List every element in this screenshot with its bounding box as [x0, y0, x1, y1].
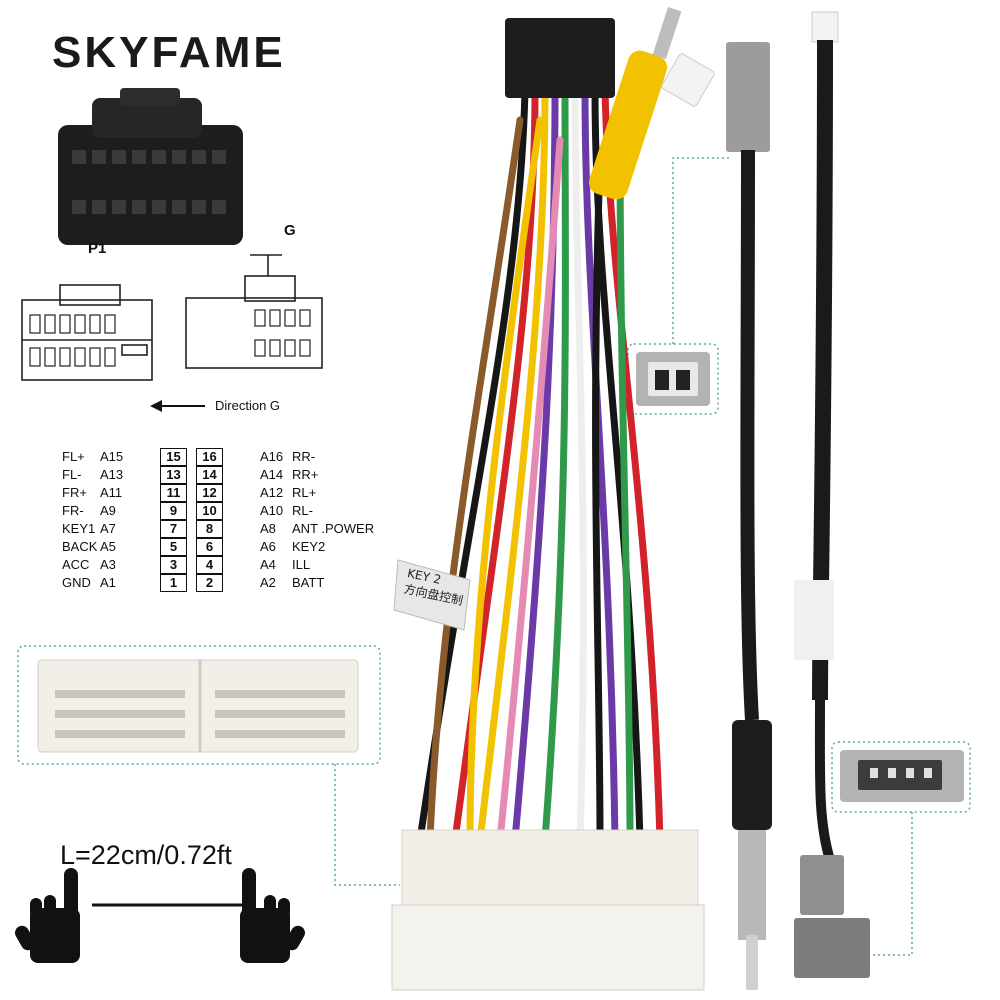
length-label: L=22cm/0.72ft: [60, 840, 232, 870]
pin-code-left: A7: [100, 521, 116, 536]
pin-code-right: A14: [260, 467, 284, 482]
pin-code-right: A8: [260, 521, 276, 536]
brand-logo: SKYFAME: [52, 28, 286, 77]
grey-plug-callout: [636, 352, 710, 406]
pin-number-right: 14: [196, 466, 223, 484]
pin-code-left: A15: [100, 449, 124, 464]
p1-label: P1: [88, 240, 107, 257]
pin-number-right: 4: [196, 556, 223, 574]
pin-code-right: A6: [260, 539, 276, 554]
pin-code-left: A3: [100, 557, 116, 572]
arrow-left-icon: [150, 400, 205, 412]
pin-number-left: 15: [160, 448, 187, 466]
pin-number-right: 12: [196, 484, 223, 502]
bottom-white-connector: [391, 829, 705, 991]
pin-code-left: A11: [100, 485, 123, 500]
g-outline-drawing: [185, 254, 323, 369]
rca-connector: [588, 7, 715, 200]
pin-code-left: A1: [100, 575, 116, 590]
pin-number-left: 5: [160, 538, 187, 556]
hand-left-icon: [15, 868, 80, 963]
pin-number-left: 7: [160, 520, 187, 538]
pin-function-left: ACC: [62, 557, 90, 572]
pin-code-right: A16: [260, 449, 284, 464]
pin-number-left: 9: [160, 502, 187, 520]
pin-function-left: FL+: [62, 449, 85, 464]
pin-function-right: RL+: [292, 485, 317, 500]
white-multipin-connector: [37, 659, 359, 753]
top-black-connector: [505, 18, 615, 98]
pin-number-left: 13: [160, 466, 187, 484]
pin-function-left: FR+: [62, 485, 87, 500]
p1-black-connector: [58, 88, 243, 245]
right-cable: [794, 11, 870, 978]
pin-number-right: 16: [196, 448, 223, 466]
pin-code-left: A5: [100, 539, 116, 554]
p1-outline-drawing: [21, 284, 153, 381]
pin-number-right: 10: [196, 502, 223, 520]
pin-number-right: 6: [196, 538, 223, 556]
pin-function-left: FL-: [62, 467, 82, 482]
wire-bundle: [416, 86, 664, 844]
pin-code-right: A4: [260, 557, 276, 572]
pin-code-right: A2: [260, 575, 276, 590]
pin-function-right: RR-: [292, 449, 316, 464]
pin-function-left: KEY1: [62, 521, 96, 536]
pin-number-right: 2: [196, 574, 223, 592]
pin-function-right: RL-: [292, 503, 313, 518]
pin-function-right: BATT: [292, 575, 325, 590]
antenna-cable: [726, 42, 772, 990]
pin-code-right: A12: [260, 485, 284, 500]
pin-function-left: FR-: [62, 503, 84, 518]
pin-number-left: 1: [160, 574, 187, 592]
grey-four-pin-callout: [840, 750, 964, 802]
direction-label: Direction G: [215, 398, 281, 413]
pin-function-left: GND: [62, 575, 91, 590]
hand-right-icon: [240, 868, 305, 963]
pin-function-right: ILL: [292, 557, 311, 572]
pin-number-left: 11: [160, 484, 187, 502]
key2-tag-shape: [393, 559, 471, 631]
pin-code-left: A9: [100, 503, 116, 518]
pin-function-right: KEY2: [292, 539, 326, 554]
pin-function-right: ANT .POWER: [292, 521, 375, 536]
pin-number-left: 3: [160, 556, 187, 574]
g-label: G: [284, 222, 296, 239]
pin-function-right: RR+: [292, 467, 319, 482]
pin-code-left: A13: [100, 467, 124, 482]
pin-code-right: A10: [260, 503, 284, 518]
pin-number-right: 8: [196, 520, 223, 538]
pin-function-left: BACK: [62, 539, 98, 554]
